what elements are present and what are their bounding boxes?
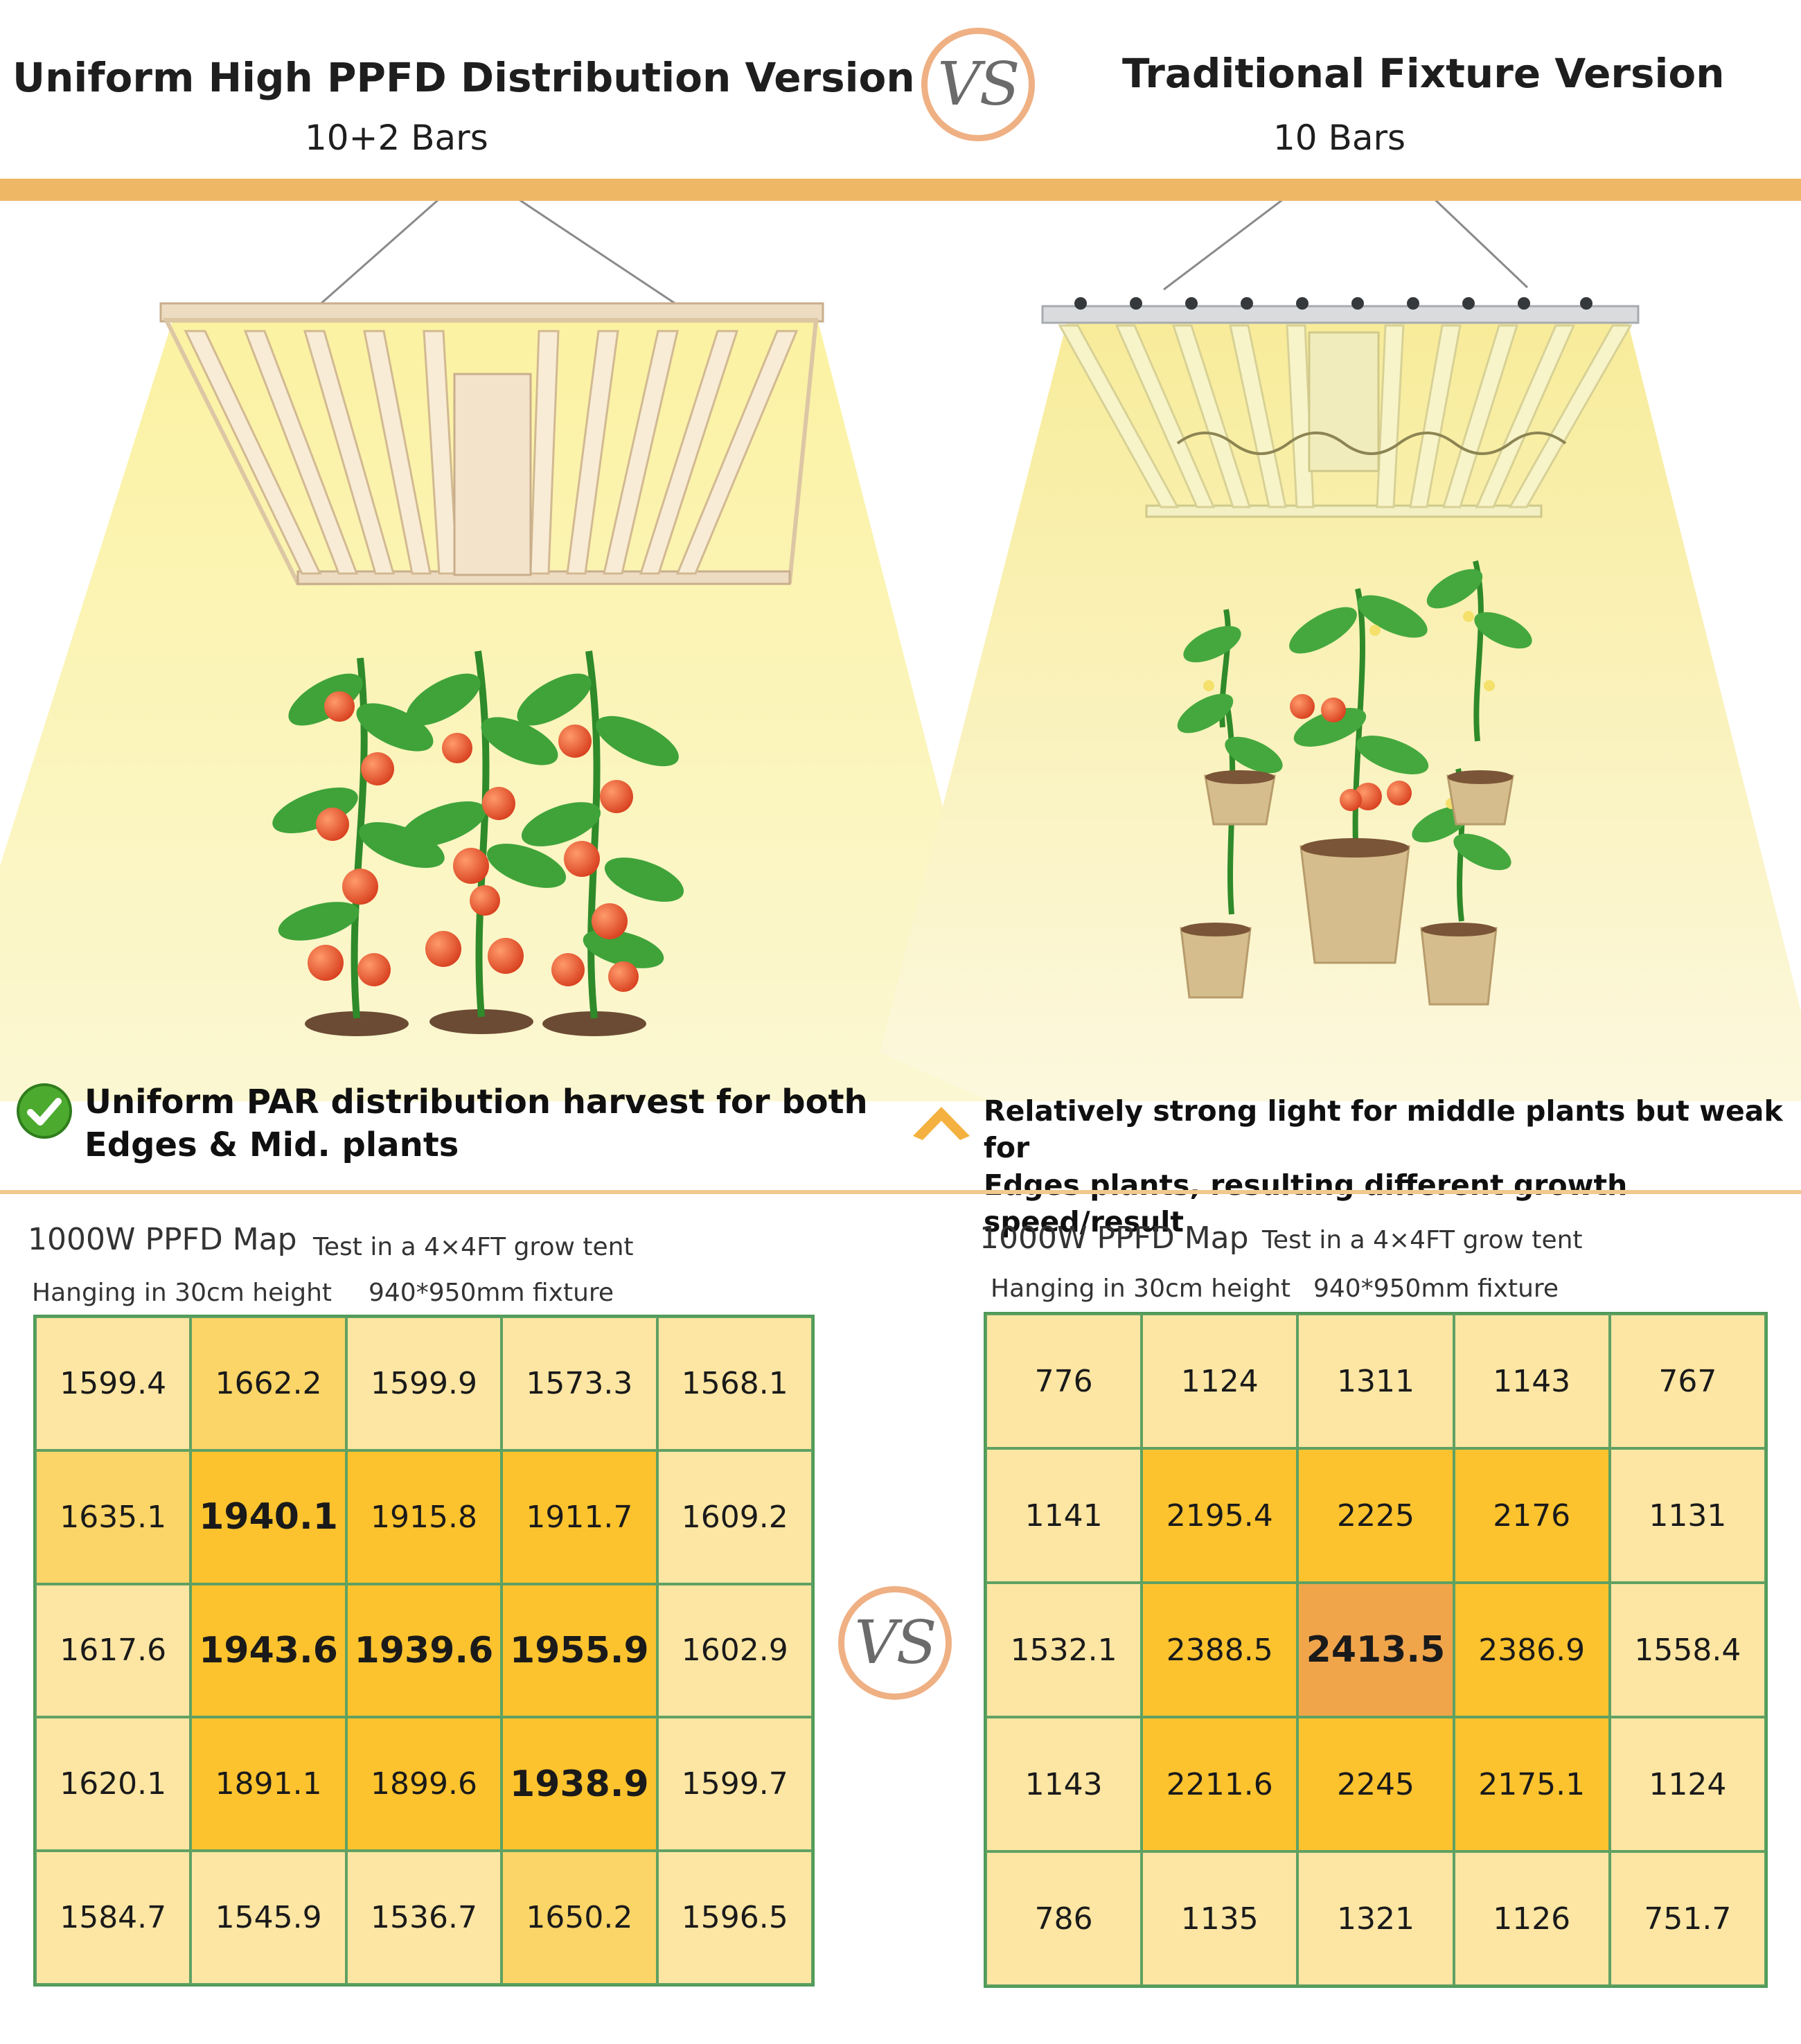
ppfd-cell: 1939.6 — [346, 1583, 502, 1718]
ppfd-cell: 1545.9 — [190, 1851, 346, 1984]
ppfd-cell: 1599.7 — [657, 1717, 813, 1851]
ppfd-cell: 1143 — [1453, 1314, 1610, 1448]
right-caption-line-1: Relatively strong light for middle plant… — [984, 1094, 1783, 1165]
ppfd-cell: 1602.9 — [657, 1583, 813, 1718]
ppfd-cell: 767 — [1609, 1314, 1766, 1448]
ppfd-cell: 1126 — [1453, 1851, 1610, 1986]
ppfd-cell: 2413.5 — [1297, 1583, 1454, 1717]
ppfd-cell: 1617.6 — [35, 1583, 191, 1718]
ppfd-cell: 1943.6 — [190, 1583, 346, 1718]
right-potted-plants-icon — [1177, 560, 1532, 1006]
ppfd-cell: 1662.2 — [190, 1317, 346, 1450]
left-caption-line-2: Edges & Mid. plants — [85, 1126, 459, 1165]
right-map-height-note: Hanging in 30cm height — [991, 1274, 1291, 1303]
left-light-beam — [0, 319, 1018, 1101]
left-tomato-plants-icon — [272, 650, 684, 1036]
ppfd-cell: 1899.6 — [346, 1717, 502, 1851]
ppfd-cell: 1143 — [986, 1717, 1142, 1851]
ppfd-cell: 1321 — [1297, 1851, 1454, 1986]
ppfd-cell: 2175.1 — [1453, 1717, 1610, 1851]
ppfd-cell: 1573.3 — [502, 1317, 657, 1450]
ppfd-cell: 1568.1 — [657, 1317, 813, 1450]
ppfd-cell: 1635.1 — [35, 1450, 191, 1584]
section-divider — [0, 1190, 1801, 1194]
ppfd-cell: 1536.7 — [346, 1851, 502, 1984]
ppfd-cell: 1955.9 — [502, 1583, 657, 1718]
ppfd-cell: 1584.7 — [35, 1851, 191, 1984]
ppfd-cell: 751.7 — [1609, 1851, 1766, 1986]
ppfd-cell: 2195.4 — [1142, 1448, 1298, 1583]
vs-label-center: VS — [854, 1608, 937, 1678]
right-led-fixture-icon — [1041, 201, 1640, 518]
ppfd-cell: 2225 — [1297, 1448, 1454, 1583]
left-caption-line-1: Uniform PAR distribution harvest for bot… — [85, 1083, 868, 1121]
checkmark-icon — [17, 1083, 72, 1139]
left-version-subtitle: 10+2 Bars — [305, 118, 488, 158]
ppfd-cell: 1131 — [1609, 1448, 1766, 1583]
ppfd-cell: 1596.5 — [657, 1851, 813, 1984]
right-caption-line-2: Edges plants, resulting different growth… — [984, 1168, 1628, 1238]
ppfd-cell: 1609.2 — [657, 1450, 813, 1584]
ppfd-cell: 786 — [986, 1851, 1142, 1986]
header-accent-bar — [0, 179, 1801, 201]
ppfd-cell: 1135 — [1142, 1851, 1298, 1986]
vs-label: VS — [937, 50, 1020, 119]
ppfd-cell: 1599.4 — [35, 1317, 191, 1450]
right-map-title: 1000W PPFD Map — [979, 1220, 1249, 1256]
ppfd-cell: 2211.6 — [1142, 1717, 1298, 1851]
ppfd-cell: 776 — [986, 1314, 1142, 1448]
ppfd-cell: 1124 — [1609, 1717, 1766, 1851]
ppfd-cell: 1124 — [1142, 1314, 1298, 1448]
ppfd-cell: 1938.9 — [502, 1717, 657, 1851]
right-version-subtitle: 10 Bars — [1273, 118, 1406, 158]
warning-chevron-icon — [913, 1107, 970, 1140]
ppfd-cell: 1311 — [1297, 1314, 1454, 1448]
right-caption: Relatively strong light for middle plant… — [984, 1093, 1801, 1241]
right-map-test-note: Test in a 4×4FT grow tent — [1262, 1226, 1583, 1254]
ppfd-cell: 2386.9 — [1453, 1583, 1610, 1717]
left-map-fixture-note: 940*950mm fixture — [369, 1279, 614, 1307]
ppfd-cell: 1599.9 — [346, 1317, 502, 1450]
ppfd-cell: 1891.1 — [190, 1717, 346, 1851]
left-version-title: Uniform High PPFD Distribution Version — [12, 54, 915, 101]
ppfd-cell: 1620.1 — [35, 1717, 191, 1851]
ppfd-cell: 1650.2 — [502, 1851, 657, 1984]
vs-badge-top: VS — [921, 28, 1035, 141]
ppfd-cell: 1532.1 — [986, 1583, 1142, 1717]
ppfd-cell: 1915.8 — [346, 1450, 502, 1584]
ppfd-cell: 1558.4 — [1609, 1583, 1766, 1717]
ppfd-cell: 2388.5 — [1142, 1583, 1298, 1717]
left-caption: Uniform PAR distribution harvest for bot… — [85, 1081, 868, 1167]
vs-badge-center: VS — [838, 1586, 952, 1700]
ppfd-cell: 1911.7 — [502, 1450, 657, 1584]
left-map-test-note: Test in a 4×4FT grow tent — [313, 1233, 634, 1261]
left-map-title: 1000W PPFD Map — [28, 1222, 297, 1257]
ppfd-cell: 2245 — [1297, 1717, 1454, 1851]
right-map-fixture-note: 940*950mm fixture — [1313, 1274, 1559, 1303]
illustration-panel — [0, 201, 1801, 1101]
ppfd-cell: 1940.1 — [190, 1450, 346, 1584]
ppfd-cell: 1141 — [986, 1448, 1142, 1583]
left-led-fixture-icon — [159, 201, 824, 586]
ppfd-cell: 2176 — [1453, 1448, 1610, 1583]
left-map-height-note: Hanging in 30cm height — [32, 1279, 332, 1307]
right-version-title: Traditional Fixture Version — [1122, 50, 1725, 97]
